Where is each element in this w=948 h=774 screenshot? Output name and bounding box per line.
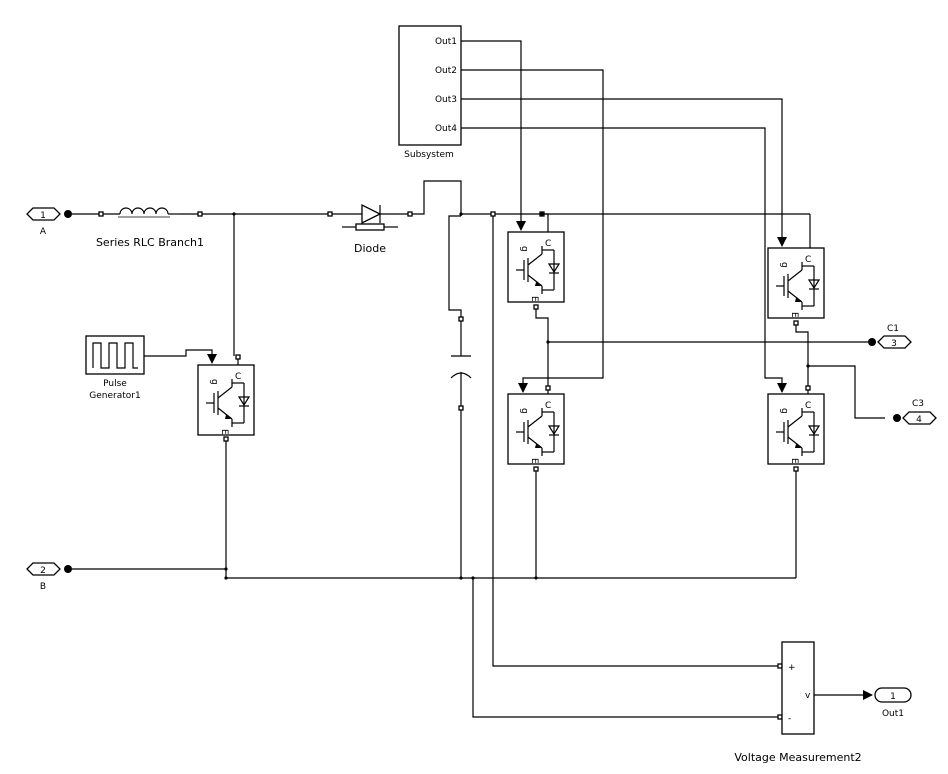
igbt-collector-label: C: [805, 401, 811, 411]
pulse-generator-label-1: Pulse: [103, 379, 127, 389]
igbt-gate-label: g: [779, 262, 789, 268]
igbt-leg1-lower[interactable]: g C E: [507, 393, 565, 465]
input-port-a-label: A: [40, 227, 47, 237]
igbt-gate-label: g: [519, 246, 529, 252]
subsystem-port-out3: Out3: [435, 95, 457, 105]
voltage-measurement-label: Voltage Measurement2: [734, 751, 861, 764]
igbt-gate-label: g: [209, 379, 219, 385]
igbt-emitter-label: E: [219, 429, 229, 435]
igbt-leg2-upper[interactable]: g C E: [767, 247, 825, 319]
output-port-out1-number: 1: [890, 692, 896, 702]
output-port-c1-number: 3: [891, 339, 897, 349]
voltage-output-v: v: [805, 691, 811, 701]
output-port-c3-label: C3: [912, 399, 924, 409]
input-port-a[interactable]: 1 A: [26, 207, 72, 237]
series-rlc-branch-block[interactable]: Series RLC Branch1: [96, 207, 204, 249]
output-port-c3-number: 4: [916, 415, 922, 425]
diode-label: Diode: [354, 242, 386, 255]
voltage-plus-terminal: +: [788, 663, 796, 673]
igbt-collector-label: C: [545, 401, 551, 411]
subsystem-block[interactable]: Out1 Out2 Out3 Out4 Subsystem: [398, 25, 462, 160]
subsystem-label: Subsystem: [404, 150, 454, 160]
subsystem-port-out4: Out4: [435, 124, 457, 134]
input-port-a-number: 1: [40, 211, 46, 221]
output-port-c1-label: C1: [887, 324, 899, 334]
input-port-b-label: B: [40, 582, 46, 592]
igbt-collector-label: C: [545, 239, 551, 249]
igbt-emitter-label: E: [529, 296, 539, 302]
subsystem-port-out2: Out2: [435, 66, 457, 76]
subsystem-port-out1: Out1: [435, 37, 457, 47]
igbt-gate-label: g: [519, 408, 529, 414]
igbt-emitter-label: E: [789, 312, 799, 318]
igbt-collector-label: C: [235, 372, 241, 382]
igbt-gate-label: g: [779, 408, 789, 414]
igbt-collector-label: C: [805, 255, 811, 265]
output-port-out1[interactable]: 1 Out1: [874, 687, 912, 719]
voltage-measurement-block[interactable]: + - v Voltage Measurement2: [734, 641, 862, 764]
pulse-generator-label-2: Generator1: [89, 391, 140, 401]
input-port-b[interactable]: 2 B: [26, 562, 72, 592]
input-port-b-number: 2: [40, 566, 46, 576]
pulse-generator-block[interactable]: Pulse Generator1: [85, 335, 145, 401]
output-port-out1-label: Out1: [882, 709, 904, 719]
igbt-emitter-label: E: [789, 458, 799, 464]
output-port-c1[interactable]: 3 C1: [877, 324, 912, 349]
capacitor-block[interactable]: [450, 316, 472, 411]
diode-block[interactable]: Diode: [327, 203, 413, 255]
igbt-chopper[interactable]: g C E: [197, 364, 255, 436]
igbt-leg2-lower[interactable]: g C E: [767, 393, 825, 465]
voltage-minus-terminal: -: [788, 714, 791, 724]
igbt-emitter-label: E: [529, 458, 539, 464]
igbt-leg1-upper[interactable]: g C E: [507, 231, 565, 303]
rlc-label: Series RLC Branch1: [96, 236, 204, 249]
output-port-c3[interactable]: 4 C3: [902, 399, 937, 425]
